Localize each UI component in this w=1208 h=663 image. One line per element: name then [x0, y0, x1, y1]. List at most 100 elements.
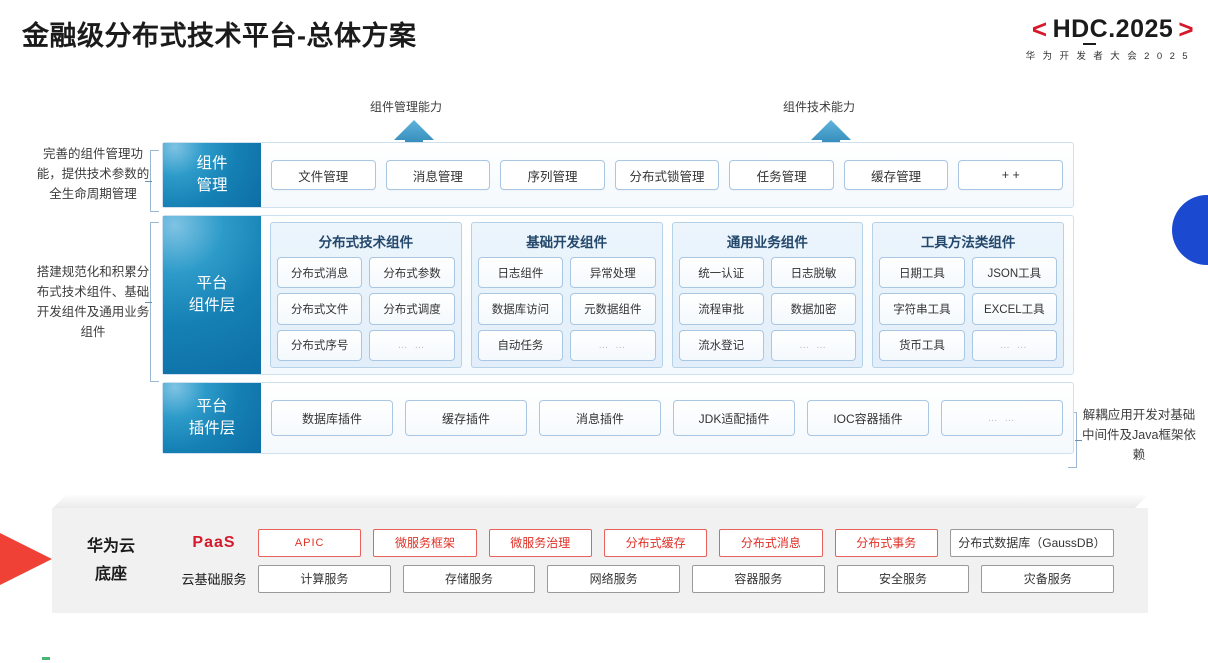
- group-basic-development: 基础开发组件 日志组件 异常处理 数据库访问 元数据组件 自动任务 … …: [470, 222, 663, 368]
- group-distributed-tech: 分布式技术组件 分布式消息 分布式参数 分布式文件 分布式调度 分布式序号 … …: [270, 222, 462, 368]
- tile-network-service[interactable]: 网络服务: [547, 564, 681, 593]
- row-label-line2: 插件层: [188, 420, 236, 437]
- cell-log-component[interactable]: 日志组件: [477, 257, 564, 289]
- side-note-right: 解耦应用开发对基础中间件及Java框架依赖: [1082, 408, 1196, 462]
- cell-distributed-sequence[interactable]: 分布式序号: [277, 329, 363, 361]
- red-wedge-decoration: [0, 507, 52, 611]
- cell-metadata-component[interactable]: 元数据组件: [570, 293, 656, 325]
- cell-distributed-schedule[interactable]: 分布式调度: [369, 293, 455, 325]
- group-title: 工具方法类组件: [920, 235, 1016, 250]
- plug-database[interactable]: 数据库插件: [271, 400, 393, 436]
- chip-distributed-lock-management[interactable]: 分布式锁管理: [614, 160, 720, 190]
- huawei-cloud-base: 华为云 底座 PaaS APIC 微服务框架 微服务治理 分布式缓存 分布式消息…: [52, 495, 1148, 613]
- base-title: 华为云 底座: [52, 533, 170, 589]
- cell-date-tool[interactable]: 日期工具: [879, 257, 965, 289]
- arrow-label-management: 组件管理能力: [370, 100, 443, 114]
- tile-microservice-framework[interactable]: 微服务框架: [373, 528, 477, 557]
- hdc-logo-subtitle: 华 为 开 发 者 大 会 2 0 2 5: [1025, 51, 1190, 62]
- tile-distributed-transaction[interactable]: 分布式事务: [834, 528, 938, 557]
- tile-distributed-database-gaussdb[interactable]: 分布式数据库（GaussDB）: [949, 528, 1114, 557]
- page-title: 金融级分布式技术平台-总体方案: [22, 21, 417, 51]
- cell-distributed-file[interactable]: 分布式文件: [277, 293, 363, 325]
- green-mark-decoration: [42, 657, 50, 660]
- plug-jdk-adapter[interactable]: JDK适配插件: [673, 400, 795, 436]
- group-grid: 日期工具 JSON工具 字符串工具 EXCEL工具 货币工具 … …: [879, 257, 1057, 361]
- chip-add-more[interactable]: + +: [958, 160, 1064, 190]
- group-grid: 日志组件 异常处理 数据库访问 元数据组件 自动任务 … …: [477, 257, 656, 361]
- tile-compute-service[interactable]: 计算服务: [258, 564, 391, 593]
- row-platform-component-layer: 平台 组件层 分布式技术组件 分布式消息 分布式参数 分布式文件 分布式调度 分…: [162, 215, 1074, 375]
- cell-distributed-message[interactable]: 分布式消息: [277, 257, 363, 289]
- base-panel: 华为云 底座 PaaS APIC 微服务框架 微服务治理 分布式缓存 分布式消息…: [52, 508, 1148, 613]
- cell-excel-tool[interactable]: EXCEL工具: [971, 293, 1057, 325]
- plug-more[interactable]: … …: [941, 400, 1063, 436]
- cloud-services-label: 云基础服务: [181, 572, 247, 587]
- cell-process-approval[interactable]: 流程审批: [678, 293, 764, 325]
- arrow-label-technology: 组件技术能力: [783, 100, 856, 114]
- row-label-line2: 组件层: [188, 297, 236, 314]
- paas-row: PaaS APIC 微服务框架 微服务治理 分布式缓存 分布式消息 分布式事务 …: [170, 528, 1114, 557]
- group-title: 基础开发组件: [526, 235, 608, 250]
- row-label-line1: 组件: [196, 155, 228, 172]
- tile-distributed-message[interactable]: 分布式消息: [719, 528, 823, 557]
- group-tool-methods: 工具方法类组件 日期工具 JSON工具 字符串工具 EXCEL工具 货币工具 ……: [872, 222, 1064, 368]
- cell-more[interactable]: … …: [570, 329, 656, 361]
- tile-container-service[interactable]: 容器服务: [692, 564, 825, 593]
- bracket-left-component-management: [145, 150, 159, 212]
- cell-distributed-parameter[interactable]: 分布式参数: [369, 257, 455, 289]
- row-label-plugin-layer: 平台 插件层: [163, 383, 261, 453]
- group-title: 分布式技术组件: [318, 235, 414, 250]
- bracket-left-icon: <: [1031, 14, 1048, 44]
- base-bevel-top: [52, 495, 1148, 509]
- row-label-component-management: 组件 管理: [163, 143, 261, 207]
- row-label-line1: 平台: [196, 398, 228, 415]
- row-label-line2: 管理: [196, 177, 228, 194]
- tile-apic[interactable]: APIC: [258, 528, 362, 557]
- cell-database-access[interactable]: 数据库访问: [477, 293, 564, 325]
- cell-json-tool[interactable]: JSON工具: [971, 257, 1057, 289]
- cell-data-encryption[interactable]: 数据加密: [770, 293, 857, 325]
- tile-distributed-cache[interactable]: 分布式缓存: [603, 528, 708, 557]
- cloud-service-items: 计算服务 存储服务 网络服务 容器服务 安全服务 灾备服务: [258, 564, 1115, 593]
- tile-microservice-governance[interactable]: 微服务治理: [488, 528, 592, 557]
- cell-log-masking[interactable]: 日志脱敏: [770, 257, 857, 289]
- chip-sequence-management[interactable]: 序列管理: [500, 160, 605, 190]
- architecture-stack: 组件 管理 文件管理 消息管理 序列管理 分布式锁管理 任务管理 缓存管理 + …: [162, 142, 1074, 454]
- cell-more[interactable]: … …: [770, 329, 857, 361]
- group-general-business: 通用业务组件 统一认证 日志脱敏 流程审批 数据加密 流水登记 … …: [671, 222, 864, 368]
- row-plugin-layer: 平台 插件层 数据库插件 缓存插件 消息插件 JDK适配插件 IOC容器插件 ……: [162, 382, 1074, 454]
- cell-exception-handling[interactable]: 异常处理: [570, 257, 656, 289]
- bracket-left-platform-component: [145, 222, 159, 382]
- base-title-line1: 华为云: [86, 537, 135, 555]
- hdc-logo-main: < HDC.2025 >: [1026, 14, 1194, 45]
- hdc-underline: [1082, 43, 1096, 45]
- group-grid: 统一认证 日志脱敏 流程审批 数据加密 流水登记 … …: [678, 257, 857, 361]
- row-label-platform-component-layer: 平台 组件层: [163, 216, 261, 374]
- cell-unified-auth[interactable]: 统一认证: [678, 257, 764, 289]
- tile-storage-service[interactable]: 存储服务: [402, 564, 536, 593]
- cell-currency-tool[interactable]: 货币工具: [879, 329, 965, 361]
- platform-component-groups: 分布式技术组件 分布式消息 分布式参数 分布式文件 分布式调度 分布式序号 … …: [261, 216, 1073, 374]
- chip-task-management[interactable]: 任务管理: [729, 160, 834, 190]
- plug-ioc-container[interactable]: IOC容器插件: [807, 400, 929, 436]
- plug-cache[interactable]: 缓存插件: [405, 400, 527, 436]
- paas-label: PaaS: [192, 533, 236, 551]
- cell-more[interactable]: … …: [971, 329, 1057, 361]
- group-title: 通用业务组件: [726, 235, 808, 250]
- hdc-logo: < HDC.2025 > 华 为 开 发 者 大 会 2 0 2 5: [1026, 14, 1194, 62]
- row-component-management: 组件 管理 文件管理 消息管理 序列管理 分布式锁管理 任务管理 缓存管理 + …: [162, 142, 1074, 208]
- cell-more[interactable]: … …: [369, 329, 455, 361]
- cell-auto-task[interactable]: 自动任务: [477, 329, 564, 361]
- group-grid: 分布式消息 分布式参数 分布式文件 分布式调度 分布式序号 … …: [277, 257, 455, 361]
- cloud-services-row: 云基础服务 计算服务 存储服务 网络服务 容器服务 安全服务 灾备服务: [170, 564, 1115, 593]
- tile-disaster-recovery-service[interactable]: 灾备服务: [981, 564, 1115, 593]
- plug-message[interactable]: 消息插件: [539, 400, 661, 436]
- tile-security-service[interactable]: 安全服务: [836, 564, 970, 593]
- row-label-line1: 平台: [196, 275, 228, 292]
- cell-transaction-record[interactable]: 流水登记: [678, 329, 764, 361]
- chip-cache-management[interactable]: 缓存管理: [843, 160, 949, 190]
- chip-file-management[interactable]: 文件管理: [271, 160, 376, 190]
- cell-string-tool[interactable]: 字符串工具: [879, 293, 965, 325]
- chip-message-management[interactable]: 消息管理: [385, 160, 491, 190]
- base-title-line2: 底座: [94, 565, 127, 583]
